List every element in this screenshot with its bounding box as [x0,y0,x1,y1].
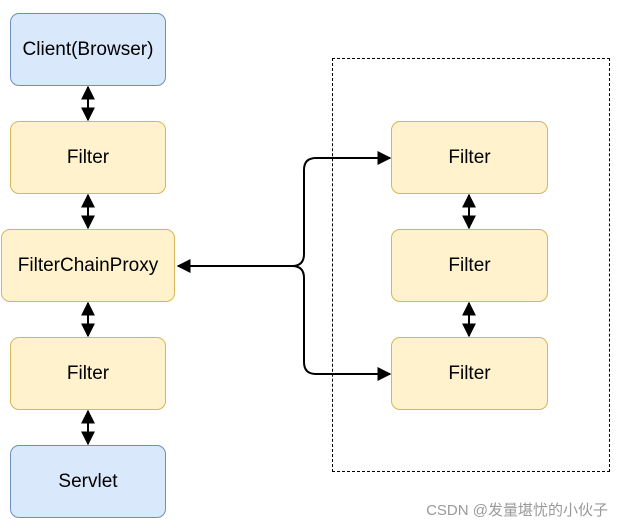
client-browser-node: Client(Browser) [10,13,166,86]
chain-filter-1-node: Filter [391,121,548,194]
servlet-label: Servlet [58,470,118,492]
client-browser-label: Client(Browser) [22,38,154,60]
chain-filter-2-label: Filter [448,254,491,276]
filter-bottom-label: Filter [66,362,110,384]
chain-filter-3-label: Filter [448,362,491,384]
chain-filter-3-node: Filter [391,337,548,410]
filter-chain-group [332,58,610,472]
filter-bottom-node: Filter [10,337,166,410]
chain-filter-1-label: Filter [448,146,491,168]
filter-top-node: Filter [10,121,166,194]
edge-proxy-to-chain-filter-3 [291,265,392,381]
watermark-text: CSDN @发量堪忧的小伙子 [426,502,608,519]
filter-chain-proxy-node: FilterChainProxy [1,229,175,302]
servlet-node: Servlet [10,445,166,518]
edge-proxy-to-chain-filter-1 [178,151,392,267]
filter-top-label: Filter [66,146,110,168]
filter-chain-proxy-label: FilterChainProxy [17,254,159,276]
chain-filter-2-node: Filter [391,229,548,302]
